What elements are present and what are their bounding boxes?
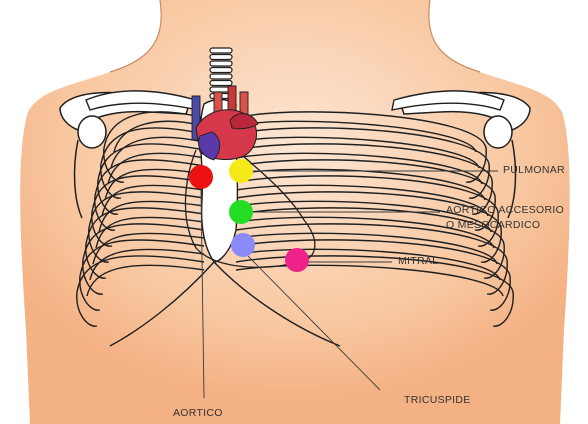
label-aortico: AORTICO xyxy=(173,407,223,420)
trachea-ring xyxy=(210,74,232,79)
trachea-ring xyxy=(210,81,232,86)
label-aortico-accesorio: AORTICO ACCESORIO xyxy=(446,204,564,217)
label-tricuspide: TRICUSPIDE xyxy=(404,394,471,407)
trachea-ring xyxy=(210,55,232,60)
label-mitral: MITRAL xyxy=(398,255,438,268)
label-mesocardico: O MESOCARDICO xyxy=(446,219,540,232)
focus-accesorio xyxy=(229,200,253,224)
trachea-ring xyxy=(210,68,232,73)
focus-aortico xyxy=(189,165,213,189)
trachea-ring xyxy=(210,61,232,66)
focus-pulmonar xyxy=(229,159,253,183)
focus-mitral xyxy=(285,248,309,272)
focus-tricuspide xyxy=(231,233,255,257)
label-pulmonar: PULMONAR xyxy=(503,164,565,177)
trachea-ring xyxy=(210,48,232,53)
